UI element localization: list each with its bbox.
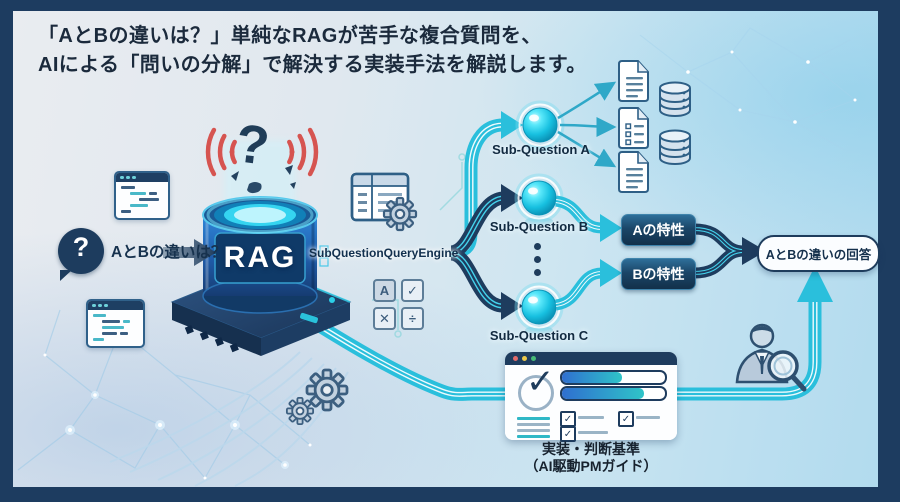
engine-label: SubQuestionQueryEngine	[309, 246, 459, 260]
gear-icon-large	[305, 368, 349, 412]
checkbox-line	[578, 416, 604, 419]
question-mark-glyph: ?	[72, 232, 90, 262]
arrow-b-to-feature-a	[554, 195, 622, 242]
code-window-titlebar	[88, 301, 143, 310]
branch-path-b	[449, 184, 523, 259]
subquestion-c-label: Sub-Question C	[489, 328, 589, 343]
letter-a-icon: A	[373, 279, 396, 302]
feature-b-box: Bの特性	[621, 258, 696, 290]
checkbox-icon: ✓	[618, 411, 634, 427]
subquestion-b-label: Sub-Question B	[489, 219, 589, 234]
user-query-text: AとBの違いは？	[111, 244, 227, 261]
document-icon-1	[618, 60, 649, 102]
cross-icon: ✕	[373, 307, 396, 330]
analyst-magnifier-icon	[735, 323, 807, 392]
checklist-side-lines	[517, 417, 550, 438]
query-arrow	[163, 239, 216, 266]
checkbox-icon: ✓	[560, 426, 576, 442]
document-checklist-icon	[618, 107, 649, 149]
document-icon-2	[618, 151, 649, 193]
spreadsheet-icon	[350, 172, 410, 222]
criteria-checklist-window: ✓ ✓ ✓ ✓	[505, 352, 677, 442]
database-icon-2	[659, 129, 691, 165]
criteria-caption: 実装・判断基準 （AI駆動PMガイド）	[496, 441, 686, 475]
checkbox-line	[578, 431, 608, 434]
bubble-tail	[60, 270, 72, 281]
checkbox-icon: ✓	[560, 411, 576, 427]
feature-a-box: Aの特性	[621, 214, 696, 246]
checklist-titlebar	[505, 352, 677, 365]
code-window-icon-top	[114, 171, 170, 220]
signal-dot-left	[229, 149, 235, 155]
ellipsis-dots	[534, 243, 541, 276]
branch-path-c	[449, 247, 523, 320]
subquestion-node-c	[514, 282, 564, 334]
big-check-icon: ✓	[518, 363, 555, 411]
title-line-1: 「AとBの違いは？」単純なRAGが苦手な複合質問を、	[38, 25, 542, 47]
network-pattern-top-right	[639, 27, 857, 151]
code-window-icon-bottom	[86, 299, 145, 348]
checkbox-line	[636, 416, 660, 419]
arrow-c-to-feature-b	[554, 259, 622, 311]
answer-box: AとBの違いの回答	[757, 235, 880, 272]
check-icon: ✓	[401, 279, 424, 302]
flow-path-criteria	[306, 266, 833, 401]
caption-line-1: 実装・判断基準	[542, 441, 640, 457]
question-bubble-icon: ?	[58, 228, 104, 281]
calc-icons-grid: A ✓ ✕ ÷	[373, 279, 424, 330]
divide-icon: ÷	[401, 307, 424, 330]
page-title: 「AとBの違いは？」単純なRAGが苦手な複合質問を、 AIによる「問いの分解」で…	[38, 22, 587, 80]
rag-label: RAG	[223, 241, 297, 274]
code-window-titlebar	[116, 173, 168, 182]
network-dots-top-right	[686, 50, 857, 124]
progress-bar-2	[560, 386, 667, 401]
progress-bar-1	[560, 370, 667, 385]
gear-icon-medium	[285, 396, 315, 426]
subquestion-a-label: Sub-Question A	[492, 142, 590, 157]
database-icon-1	[659, 81, 691, 117]
svg-text:?: ?	[232, 113, 272, 177]
title-line-2: AIによる「問いの分解」で解決する実装手法を解説します。	[38, 54, 587, 76]
retrieval-arrows	[557, 81, 617, 168]
broken-question-icon: ?	[231, 113, 296, 194]
gear-icon-small	[382, 196, 418, 232]
merge-path-to-answer	[693, 223, 766, 279]
signal-dot-right	[289, 149, 295, 155]
rag-machine	[170, 196, 352, 356]
subquestion-node-b	[514, 173, 564, 225]
caption-line-2: （AI駆動PMガイド）	[524, 458, 658, 474]
